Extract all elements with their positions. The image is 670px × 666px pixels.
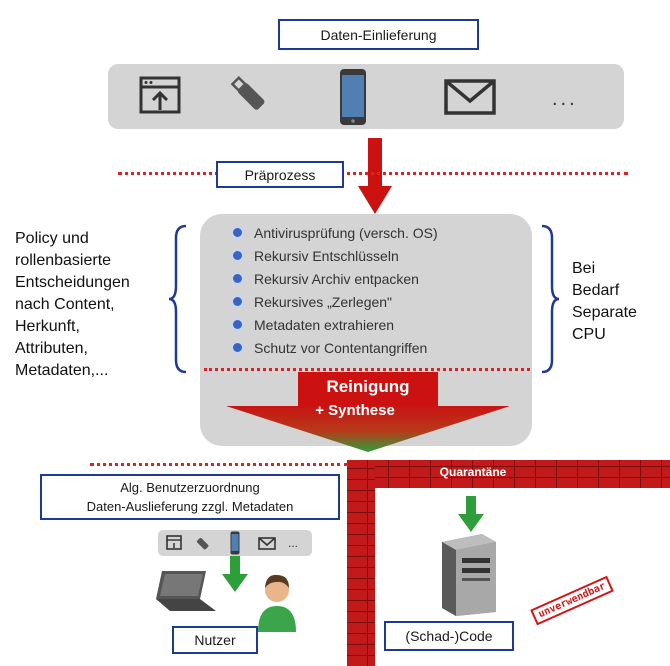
list-item: Rekursives „Zerlegen" bbox=[233, 290, 438, 313]
brick-wall-left bbox=[347, 460, 375, 666]
user-assignment-box: Alg. Benutzerzuordnung Daten-Auslieferun… bbox=[40, 474, 340, 520]
green-down-arrow bbox=[458, 496, 484, 532]
list-item: Schutz vor Contentangriffen bbox=[233, 336, 438, 359]
upload-window-icon bbox=[166, 535, 182, 550]
envelope-icon bbox=[258, 537, 276, 550]
cleaning-divider bbox=[204, 368, 530, 371]
server-icon bbox=[442, 534, 496, 616]
cleaning-synthesis-arrow bbox=[226, 372, 510, 452]
envelope-icon bbox=[444, 79, 496, 115]
brick-wall-top bbox=[347, 460, 670, 488]
list-item: Antivirusprüfung (versch. OS) bbox=[233, 221, 438, 244]
usb-stick-icon bbox=[230, 75, 265, 110]
more-icon: ... bbox=[288, 536, 299, 550]
right-brace bbox=[541, 224, 560, 374]
preprocess-label: Präprozess bbox=[216, 161, 344, 188]
usb-stick-icon bbox=[196, 537, 209, 550]
upload-window-icon bbox=[139, 76, 181, 114]
green-down-arrow bbox=[222, 556, 248, 592]
user-label: Nutzer bbox=[172, 626, 258, 654]
list-item: Rekursiv Entschlüsseln bbox=[233, 244, 438, 267]
list-item: Rekursiv Archiv entpacken bbox=[233, 267, 438, 290]
list-item: Metadaten extrahieren bbox=[233, 313, 438, 336]
laptop-icon bbox=[156, 571, 216, 611]
data-delivery-label: Daten-Einlieferung bbox=[278, 19, 479, 50]
red-down-arrow bbox=[358, 138, 392, 214]
quarantine-label: Quarantäne bbox=[439, 465, 507, 479]
unusable-stamp: unverwendbar bbox=[530, 575, 615, 626]
more-icon: ... bbox=[552, 88, 578, 110]
process-steps-list: Antivirusprüfung (versch. OS) Rekursiv E… bbox=[233, 221, 438, 359]
malware-label: (Schad-)Code bbox=[384, 621, 514, 651]
delivery-divider bbox=[90, 463, 348, 466]
cleaning-label: Reinigung bbox=[326, 377, 410, 396]
smartphone-icon bbox=[340, 69, 366, 125]
user-avatar-icon bbox=[258, 574, 296, 632]
left-brace bbox=[168, 224, 187, 374]
preprocess-divider bbox=[118, 172, 628, 175]
synthesis-label: + Synthese bbox=[315, 402, 395, 419]
smartphone-icon bbox=[230, 531, 240, 555]
